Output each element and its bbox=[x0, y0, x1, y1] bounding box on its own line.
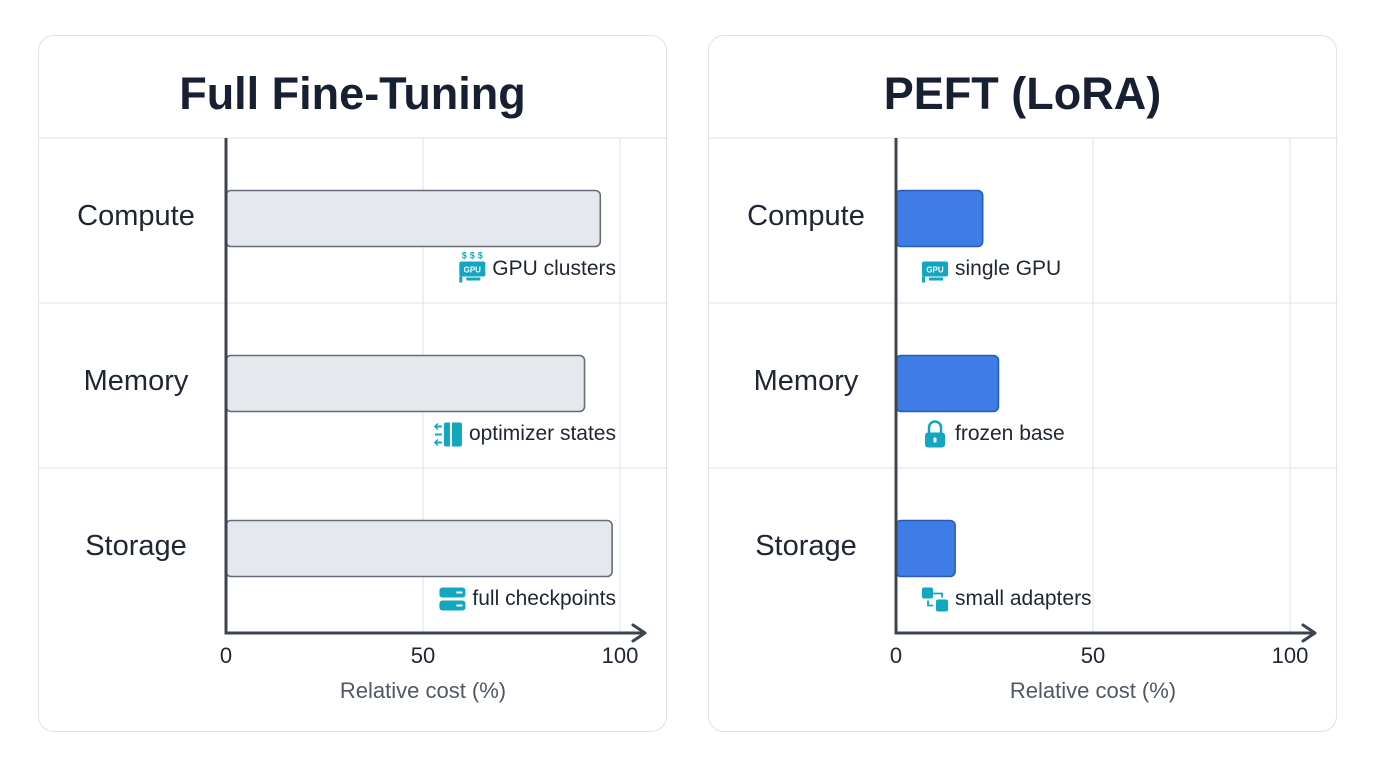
x-tick-label: 100 bbox=[602, 643, 639, 668]
adapter-blocks-icon bbox=[922, 587, 948, 612]
x-tick-label: 0 bbox=[890, 643, 902, 668]
annotation-label: frozen base bbox=[955, 422, 1065, 445]
bar-memory bbox=[895, 354, 1000, 413]
x-axis-arrow bbox=[1301, 623, 1317, 643]
gpu-card-icon: GPU bbox=[922, 261, 948, 283]
annotation-label: optimizer states bbox=[469, 422, 616, 445]
category-label-compute: Compute bbox=[77, 200, 195, 232]
memory-module-icon bbox=[433, 422, 462, 447]
category-label-storage: Storage bbox=[85, 530, 187, 562]
x-tick-label: 100 bbox=[1272, 643, 1309, 668]
category-label-storage: Storage bbox=[755, 530, 857, 562]
x-tick-label: 50 bbox=[411, 643, 435, 668]
bar-compute bbox=[895, 189, 984, 248]
bar-storage bbox=[225, 519, 613, 578]
chart-title: PEFT (LoRA) bbox=[883, 68, 1162, 119]
svg-text:GPU: GPU bbox=[926, 266, 944, 275]
server-storage-icon bbox=[439, 587, 466, 611]
annotation-label: single GPU bbox=[955, 257, 1061, 280]
svg-text:$: $ bbox=[470, 251, 475, 261]
gpu-cluster-icon: GPU$$$ bbox=[459, 251, 486, 283]
annotation-label: full checkpoints bbox=[472, 587, 616, 610]
lock-icon bbox=[925, 420, 945, 448]
svg-text:$: $ bbox=[462, 251, 467, 261]
x-tick-label: 50 bbox=[1081, 643, 1105, 668]
x-tick-label: 0 bbox=[220, 643, 232, 668]
category-label-memory: Memory bbox=[754, 365, 859, 397]
svg-text:$: $ bbox=[478, 251, 483, 261]
x-axis-arrow bbox=[631, 623, 647, 643]
category-label-compute: Compute bbox=[747, 200, 865, 232]
annotation-label: GPU clusters bbox=[492, 257, 616, 280]
chart-title: Full Fine-Tuning bbox=[179, 68, 526, 119]
bar-memory bbox=[225, 354, 586, 413]
bar-storage bbox=[895, 519, 956, 578]
bar-compute bbox=[225, 189, 602, 248]
svg-text:GPU: GPU bbox=[464, 266, 482, 275]
annotation-label: small adapters bbox=[955, 587, 1092, 610]
category-label-memory: Memory bbox=[84, 365, 189, 397]
x-axis-label: Relative cost (%) bbox=[340, 678, 506, 703]
x-axis-label: Relative cost (%) bbox=[1010, 678, 1176, 703]
